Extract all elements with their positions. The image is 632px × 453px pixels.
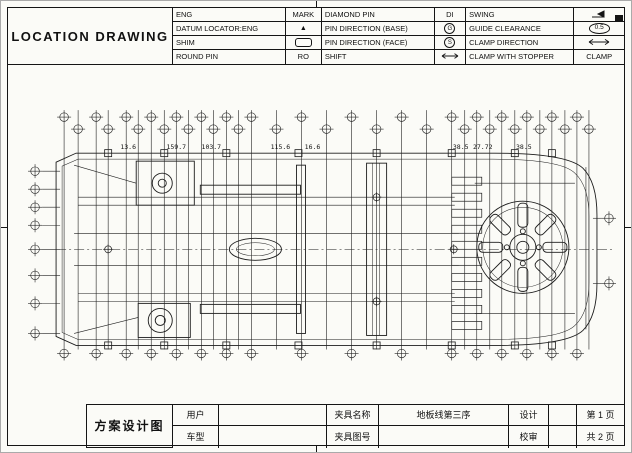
footer-fixture-name-label: 夹具名称: [327, 404, 379, 427]
legend-swing-label: SWING: [466, 8, 575, 22]
legend-clamp-symbol-cell: S: [434, 36, 467, 50]
legend-pin-direction-face-label: PIN DIRECTION (FACE): [321, 36, 435, 50]
section-lines-and-markers: [28, 110, 616, 361]
legend-diamond-pin-label: DIAMOND PIN: [321, 8, 435, 22]
triangle-mark-icon: ▲: [299, 25, 307, 32]
legend-table: ENG MARK DIAMOND PIN DI SWING DATUM LOCA…: [173, 8, 624, 64]
centering-mark-right: [624, 227, 631, 228]
footer-check-label: 校审: [509, 426, 549, 448]
footer-fixture-name-value: 地板线第三序: [379, 404, 509, 427]
legend-guide-symbol-cell: G: [434, 22, 467, 36]
legend-guide-clearance-value-cell: 0.5: [574, 22, 624, 36]
legend-swing-symbol-cell: [574, 8, 624, 22]
dimension-label: 13.6: [120, 143, 136, 151]
guide-clearance-value: 0.5: [588, 23, 610, 34]
spare-tire-well: [476, 200, 570, 294]
footer-total-pages: 共 2 页: [586, 432, 615, 443]
centering-mark-bottom: [316, 445, 317, 452]
legend-pin-direction-base-label: PIN DIRECTION (BASE): [321, 22, 435, 36]
shim-icon: [294, 38, 312, 47]
legend-shim-symbol-cell: [285, 36, 322, 50]
footer-check-value: [549, 426, 577, 448]
front-crossmember: [296, 164, 306, 334]
dimension-label: 16.6: [305, 143, 321, 151]
footer-table: 方案设计图 用户 夹具名称 地板线第三序 设计 第 1 页 车型 夹具图号 校审…: [86, 403, 624, 448]
dimension-label: 159.7: [166, 143, 186, 151]
footer-drawing-title: 方案设计图: [87, 404, 173, 448]
footer-user-value: [219, 404, 327, 427]
legend-eng-label: ENG: [173, 8, 286, 22]
legend-shift-label: SHIFT: [322, 50, 435, 64]
footer-design-label: 设计: [509, 404, 549, 427]
footer-fixture-no-label: 夹具图号: [327, 426, 379, 448]
legend-mark-header: MARK: [285, 8, 322, 22]
legend-clamp-direction-symbol-cell: [574, 36, 624, 50]
legend-ro-mark: RO: [286, 50, 322, 64]
dimension-label: 38.5: [453, 143, 469, 151]
legend-clamp-value: CLAMP: [586, 52, 613, 62]
legend-guide-clearance-label: GUIDE CLEARANCE: [466, 22, 575, 36]
rear-left-bracket: [74, 302, 191, 338]
shift-arrow-icon: [440, 52, 460, 62]
floor-pan-drawing: 13.6 159.7 103.7 115.6 16.6 38.5 27.72 3…: [28, 110, 616, 361]
legend-di-mark: DI: [434, 8, 467, 22]
seat-rail-bottom: [199, 303, 301, 314]
legend-clamp-with-stopper-label: CLAMP WITH STOPPER: [466, 50, 575, 64]
tunnel-opening: [228, 237, 282, 261]
clamp-direction-arrow-icon: [587, 38, 611, 48]
seat-rail-top: [199, 184, 301, 195]
legend-datum-locator-label: DATUM LOCATOR:ENG: [173, 22, 286, 36]
dimension-label: 27.72: [473, 143, 493, 151]
title-block-footer: 方案设计图 用户 夹具名称 地板线第三序 设计 第 1 页 车型 夹具图号 校审…: [8, 403, 624, 448]
circled-s-letter: S: [447, 39, 452, 46]
page-title: LOCATION DRAWING: [11, 28, 169, 44]
dimension-label: 38.5: [516, 143, 532, 151]
footer-model-label: 车型: [173, 426, 219, 448]
drawing-frame: LOCATION DRAWING ENG MARK DIAMOND PIN DI…: [7, 7, 625, 448]
footer-user-label: 用户: [173, 404, 219, 427]
edge-tab-mark: [615, 15, 623, 22]
dimension-label: 115.6: [271, 143, 291, 151]
dimension-labels: 13.6 159.7 103.7 115.6 16.6 38.5 27.72 3…: [120, 143, 531, 151]
circled-s-icon: S: [444, 37, 456, 48]
dimension-label: 103.7: [202, 143, 222, 151]
circled-g-icon: G: [444, 23, 456, 34]
legend-clamp-direction-label: CLAMP DIRECTION: [466, 36, 575, 50]
footer-fixture-no-value: [379, 426, 509, 448]
legend-round-pin-label: ROUND PIN: [173, 50, 286, 64]
legend-shim-label: SHIM: [173, 36, 286, 50]
footer-spacer: [8, 404, 86, 448]
front-left-bracket: [74, 160, 195, 206]
centering-mark-left: [1, 227, 8, 228]
legend-shift-symbol-cell: [435, 50, 467, 64]
circled-g-letter: G: [447, 25, 453, 32]
drawing-area: 13.6 159.7 103.7 115.6 16.6 38.5 27.72 3…: [8, 65, 624, 404]
swing-icon: [591, 9, 607, 21]
footer-design-value: [549, 404, 577, 427]
footer-model-value: [219, 426, 327, 448]
centering-mark-top: [316, 1, 317, 8]
footer-page-number: 第 1 页: [577, 405, 624, 427]
legend-datum-symbol-cell: ▲: [285, 22, 322, 36]
title-block-header: LOCATION DRAWING ENG MARK DIAMOND PIN DI…: [8, 8, 624, 65]
location-drawing-title-box: LOCATION DRAWING: [8, 8, 173, 64]
